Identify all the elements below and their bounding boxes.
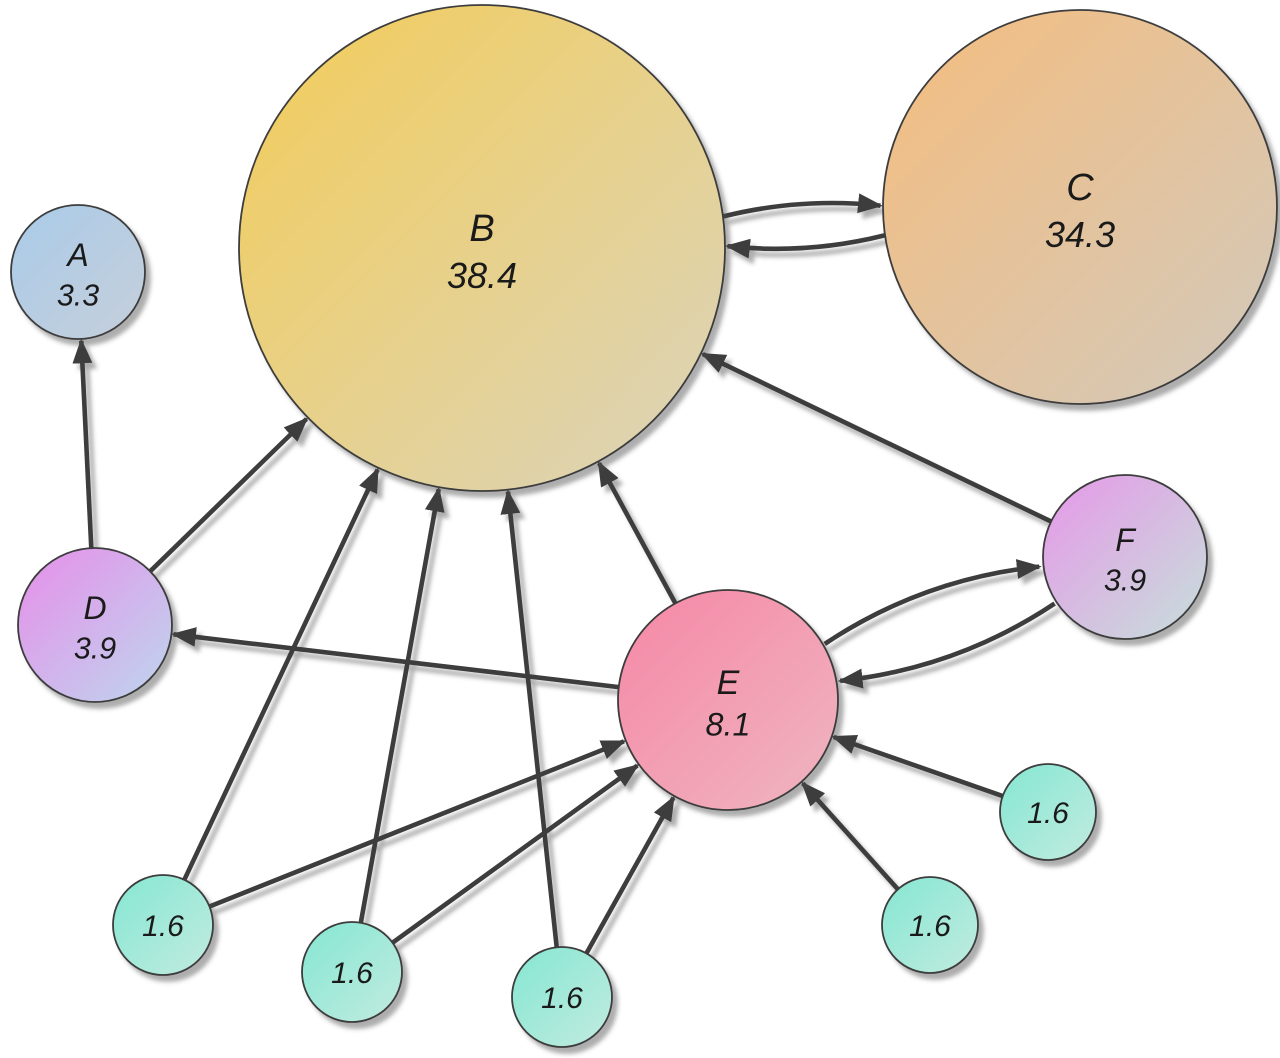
node-B-label: B: [469, 208, 494, 250]
edge-E-D: [171, 627, 620, 690]
edge-P1-E: [208, 739, 627, 909]
edge-F-B: [700, 352, 1053, 524]
node-P1: 1.6: [112, 874, 214, 976]
node-F-value: 3.9: [1104, 564, 1146, 598]
node-P2-value: 1.6: [331, 957, 373, 990]
node-E-value: 8.1: [706, 707, 751, 743]
edge-P2-B: [358, 486, 445, 924]
node-C: C 34.3: [882, 9, 1278, 405]
node-D-value: 3.9: [74, 632, 116, 666]
node-P3: 1.6: [511, 946, 613, 1048]
edge-P5-E: [831, 734, 1004, 799]
edge-B-C: [722, 193, 883, 219]
edge-E-B: [597, 461, 678, 605]
node-D-label: D: [83, 590, 106, 626]
node-E: E 8.1: [617, 589, 839, 811]
edge-C-B: [725, 233, 886, 259]
node-P5: 1.6: [999, 763, 1097, 861]
node-B: B 38.4: [238, 4, 726, 492]
node-P4-value: 1.6: [909, 910, 951, 943]
edge-P4-E: [801, 781, 900, 891]
node-D-circle: [17, 547, 173, 703]
node-B-circle: [238, 4, 726, 492]
node-A: A 3.3: [10, 204, 146, 340]
node-C-value: 34.3: [1045, 214, 1115, 255]
node-P4-circle: [881, 876, 979, 974]
node-C-circle: [882, 9, 1278, 405]
node-P2: 1.6: [301, 921, 403, 1023]
edge-P3-E: [584, 795, 676, 955]
node-E-label: E: [717, 664, 740, 702]
edges-layer: [72, 193, 1056, 955]
nodes-layer: A 3.3 B 38.4 C 34.3D 3.9E 8.1 F 3.9 1.6 1.6 1.6 1.6 1.…: [10, 4, 1278, 1048]
node-P1-circle: [112, 874, 214, 976]
edge-P2-E: [391, 763, 640, 945]
edge-E-F: [823, 559, 1042, 646]
node-A-label: A: [65, 237, 88, 273]
node-P3-value: 1.6: [541, 982, 583, 1015]
node-A-circle: [10, 204, 146, 340]
node-E-circle: [617, 589, 839, 811]
node-C-label: C: [1066, 167, 1094, 209]
node-F-circle: [1042, 474, 1208, 640]
edge-D-A: [72, 338, 94, 549]
node-A-value: 3.3: [57, 279, 99, 313]
edge-D-B: [148, 417, 309, 573]
node-P4: 1.6: [881, 876, 979, 974]
node-P3-circle: [511, 946, 613, 1048]
node-P1-value: 1.6: [142, 910, 184, 943]
node-P5-value: 1.6: [1027, 797, 1069, 830]
edge-P3-B: [500, 489, 559, 948]
node-D: D 3.9: [17, 547, 173, 703]
node-F: F 3.9: [1042, 474, 1208, 640]
node-P2-circle: [301, 921, 403, 1023]
node-P5-circle: [999, 763, 1097, 861]
node-B-value: 38.4: [447, 255, 517, 296]
edge-F-E: [837, 601, 1056, 689]
edge-P1-B: [182, 467, 380, 881]
node-F-label: F: [1115, 522, 1137, 558]
